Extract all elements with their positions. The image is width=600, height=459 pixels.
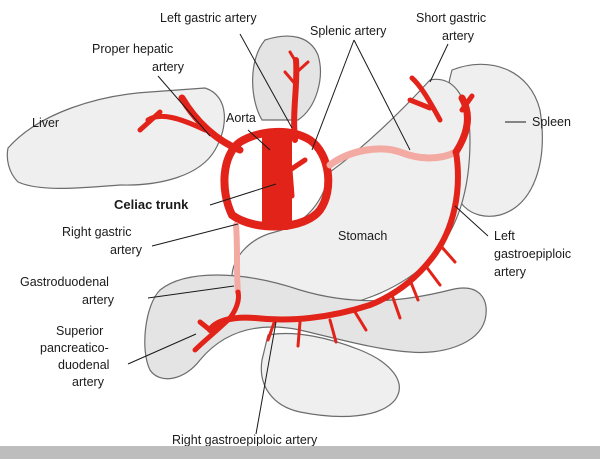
label-sup-pancreatico-1: Superior — [56, 324, 103, 338]
liver-lobe-shape — [252, 35, 321, 121]
stomach-shape — [231, 78, 471, 311]
gastroduodenal-vessel — [227, 289, 241, 321]
label-right-gastric-2: artery — [110, 243, 143, 257]
hepatic-branch — [137, 109, 208, 133]
label-short-gastric-1: Short gastric — [416, 11, 486, 25]
label-left-gastric-artery: Left gastric artery — [160, 11, 257, 25]
label-sup-pancreatico-2: pancreatico- — [40, 341, 109, 355]
label-gastroduodenal-2: artery — [82, 293, 115, 307]
label-aorta: Aorta — [226, 111, 256, 125]
label-proper-hepatic-2: artery — [152, 60, 185, 74]
label-gastroduodenal-1: Gastroduodenal — [20, 275, 109, 289]
liver-shape — [6, 87, 225, 189]
duodenum-shape — [260, 332, 400, 418]
label-short-gastric-2: artery — [442, 29, 475, 43]
sup-pancreaticoduodenal-vessel — [192, 315, 233, 353]
left-gastric-vessel — [291, 57, 300, 143]
label-left-gastroepiploic-2: gastroepiploic — [494, 247, 571, 261]
label-right-gastric-1: Right gastric — [62, 225, 131, 239]
left-gastric-branch — [283, 50, 310, 87]
label-left-gastroepiploic-3: artery — [494, 265, 527, 279]
celiac-trunk-loop — [220, 127, 333, 231]
artery-network — [137, 50, 475, 353]
label-stomach: Stomach — [338, 229, 387, 243]
label-splenic-artery: Splenic artery — [310, 24, 387, 38]
celiac-branch — [265, 157, 308, 199]
label-celiac-trunk: Celiac trunk — [114, 197, 189, 212]
label-sup-pancreatico-3: duodenal — [58, 358, 109, 372]
splenic-vessel-pale — [326, 145, 460, 169]
label-right-gastroepiploic-artery: Right gastroepiploic artery — [172, 433, 318, 447]
right-gastroepiploic-vessel — [207, 302, 373, 333]
leader-lines — [127, 33, 526, 435]
bottom-band — [0, 446, 600, 459]
lower-branches — [266, 310, 368, 348]
label-proper-hepatic-1: Proper hepatic — [92, 42, 173, 56]
gastroduodenal-vessel-pale — [233, 222, 241, 295]
left-gastroepiploic-vessel — [367, 149, 461, 308]
greater-curvature-branches — [390, 243, 457, 320]
label-left-gastroepiploic-1: Left — [494, 229, 515, 243]
short-gastric-vessel — [407, 75, 475, 123]
label-sup-pancreatico-4: artery — [72, 375, 105, 389]
pancreas-shape — [144, 274, 487, 380]
splenic-vessel — [452, 94, 471, 156]
label-spleen: Spleen — [532, 115, 571, 129]
label-liver: Liver — [32, 116, 59, 130]
